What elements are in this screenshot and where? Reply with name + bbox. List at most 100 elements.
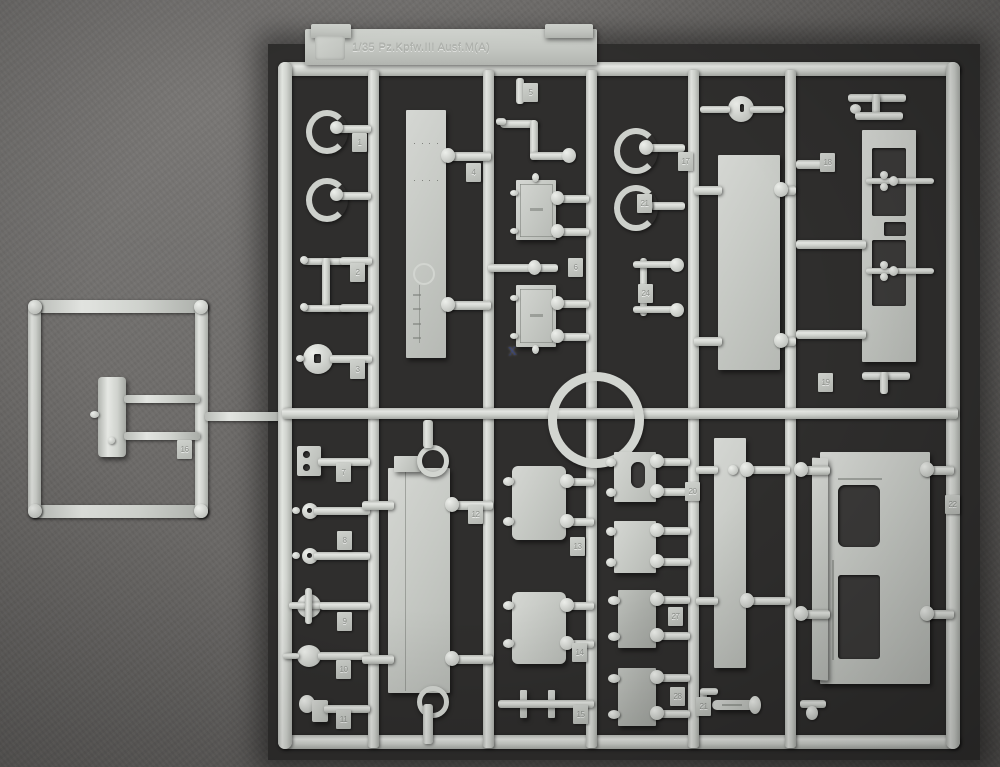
inner-cross-b-h — [866, 268, 934, 274]
part-12-tab-top — [394, 456, 420, 472]
sub-sprue-gate-upper — [124, 395, 200, 403]
gate-nub-22-left-b — [794, 606, 808, 621]
gate-nub-1b — [330, 188, 343, 201]
part-number-tag-17: 17 — [678, 152, 693, 171]
hull-plate-part-12 — [388, 468, 450, 693]
bent-pipe-riser — [516, 78, 524, 104]
sprue-label-plate-tab-left — [311, 24, 351, 38]
gate-nub-27-a — [650, 592, 664, 606]
part-number-tag-22: 22 — [945, 495, 960, 514]
gate-part-12-right-b — [447, 655, 493, 664]
gate-part-20b-a — [652, 527, 690, 535]
gate-part-20-b — [652, 488, 690, 496]
bracket-part-24-arm-a — [633, 261, 681, 268]
gate-part-21 — [641, 144, 685, 152]
sub-sprue-corner-tl — [28, 300, 42, 314]
gate-part-27-a — [652, 596, 690, 604]
u-clamp-part-21 — [614, 128, 658, 174]
gate-nub-6a-lower — [551, 224, 564, 238]
gate-part-2b — [340, 304, 372, 312]
u-clamp-part-1 — [306, 110, 348, 154]
manufacturer-logo — [315, 36, 345, 60]
bent-pipe-tip — [496, 118, 506, 125]
part-20-pin-b — [606, 488, 616, 497]
part-number-tag-24: 24 — [638, 284, 653, 303]
gate-nub-20b-b — [650, 554, 664, 568]
cylindrical-part-stub — [90, 411, 99, 418]
part-number-tag-20: 20 — [685, 482, 700, 501]
gate-nub-6b-upper — [551, 296, 564, 310]
part-number-tag-15: 15 — [573, 705, 588, 724]
gate-part-2a — [340, 257, 372, 265]
small-part-col6-knob — [806, 706, 818, 720]
part-number-tag-21: 21 — [637, 194, 652, 213]
gate-nub-14-b — [560, 636, 574, 650]
hatch-6a-pin-top — [532, 173, 539, 182]
sprue-label-plate-tab-right — [545, 24, 593, 38]
part-12-lift-ring-bottom — [417, 686, 449, 718]
hatch-6a-frame-l — [520, 184, 521, 237]
gate-part-8b — [314, 552, 370, 560]
gate-part-15 — [498, 700, 594, 708]
t-part-18-foot — [855, 112, 903, 120]
gate-nub-20-b — [650, 484, 664, 498]
gate-nub-22-left-a — [794, 462, 808, 477]
sub-sprue-connector — [205, 412, 285, 421]
gate-nub-22-right-b — [920, 606, 934, 621]
part-20b-pin-a — [606, 527, 616, 536]
bracket-part-2-nub-a — [300, 256, 308, 264]
gate-part-21b — [641, 202, 685, 210]
panel-part-28 — [618, 668, 656, 726]
part-number-tag-19: 19 — [818, 373, 833, 392]
part-20-slot — [631, 462, 645, 488]
sub-sprue-corner-bl — [28, 504, 42, 518]
part-12-edge-scribe — [405, 470, 406, 691]
knob-part-10 — [297, 645, 321, 667]
gate-part-28-b — [652, 710, 690, 718]
gate-nub-part-12-right-b — [445, 651, 459, 666]
round-part-3-hole — [314, 354, 321, 363]
gate-part-7 — [318, 458, 370, 466]
bracket-part-2-bot — [302, 305, 350, 312]
bent-pipe-top — [500, 120, 538, 128]
pin-part-8b-hole — [307, 553, 312, 558]
hatch-6a-frame-b — [520, 236, 552, 237]
gate-nub-22-right-a — [920, 462, 934, 477]
sub-sprue-rail-left — [28, 300, 41, 518]
cross-part-9-armv — [305, 588, 312, 624]
gate-part-10 — [318, 652, 370, 660]
part-10-stub — [283, 653, 299, 659]
ladder-frame-slot — [884, 222, 906, 236]
part-4-scribe-tick-3 — [413, 323, 421, 325]
gate-17-left-upper — [694, 186, 722, 195]
part-number-tag-21: 21 — [696, 697, 711, 716]
t-part-18-stem — [872, 94, 880, 116]
gate-nub-28-b — [650, 706, 664, 720]
hatch-6a-handle — [530, 208, 543, 211]
part-4-rivets-upper — [414, 143, 438, 145]
gate-22-left-b — [796, 610, 830, 619]
gate-nub-part-4-lower — [441, 297, 455, 312]
gate-part-3 — [330, 355, 372, 363]
crossbar-col3-nub — [528, 260, 541, 275]
hatch-6b-frame-t — [520, 289, 552, 290]
gate-part-9 — [320, 602, 370, 610]
part-number-tag-13: 13 — [570, 537, 585, 556]
gate-6b-upper — [553, 300, 589, 308]
gate-part-12-left — [362, 501, 394, 510]
inner-cross-a-h — [866, 178, 934, 184]
gate-part-28-a — [652, 674, 690, 682]
part-number-tag-9: 9 — [337, 612, 352, 631]
part-12-sprue-post-bottom — [423, 704, 433, 744]
inner-cross-b-c1 — [880, 261, 888, 269]
gate-6a-lower — [553, 228, 589, 236]
rounded-panel-part-14 — [512, 592, 566, 664]
part-number-tag-18: 18 — [820, 153, 835, 172]
part-4-ring-detail — [413, 263, 435, 285]
gate-nub-13-a — [560, 474, 574, 488]
small-part-col6 — [800, 700, 826, 708]
gate-part-12-left-b — [362, 655, 394, 664]
gate-22-left-a — [796, 466, 830, 475]
big-plate-part-17 — [718, 155, 780, 370]
